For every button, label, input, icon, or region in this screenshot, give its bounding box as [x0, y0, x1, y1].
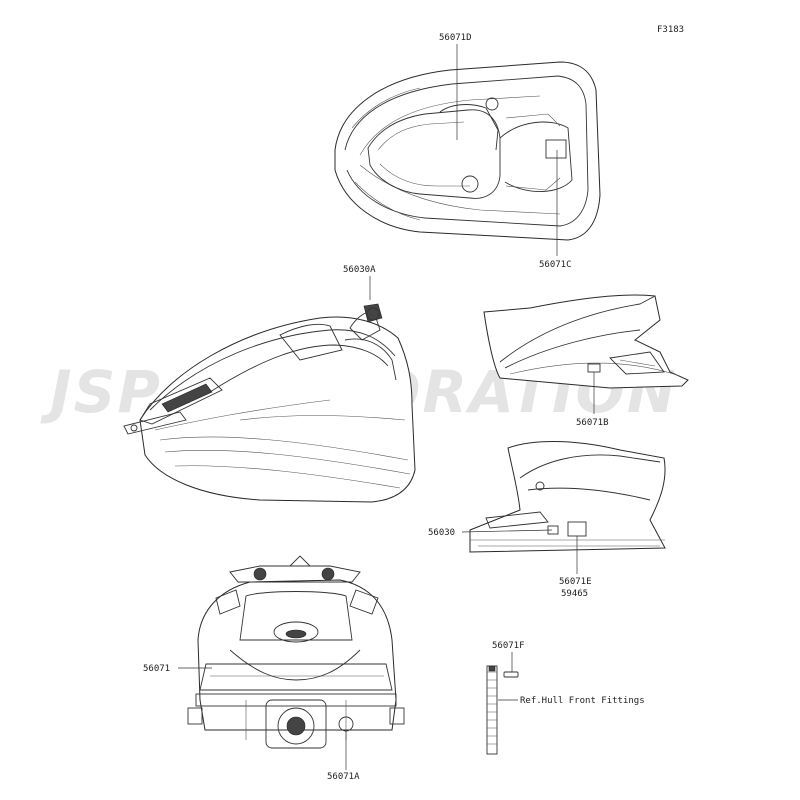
label-56030: 56030	[428, 528, 455, 538]
label-56071F: 56071F	[492, 641, 525, 651]
leader-56030	[461, 529, 553, 533]
side-view-lower	[469, 441, 666, 553]
part-56071F-view	[486, 665, 519, 755]
top-deck-view	[334, 61, 601, 241]
bow-iso-view	[123, 303, 416, 503]
side-view-upper	[483, 294, 689, 389]
label-56071: 56071	[143, 664, 170, 674]
label-56030A: 56030A	[343, 265, 376, 275]
rear-view	[187, 555, 405, 749]
label-56071E: 56071E	[559, 577, 592, 587]
label-56071D: 56071D	[439, 33, 472, 43]
label-56071A: 56071A	[327, 772, 360, 782]
label-56071C: 56071C	[539, 260, 572, 270]
reference-note: Ref.Hull Front Fittings	[520, 696, 645, 706]
label-59465: 59465	[561, 589, 588, 599]
label-56071B: 56071B	[576, 418, 609, 428]
figure-code: F3183	[657, 25, 684, 35]
